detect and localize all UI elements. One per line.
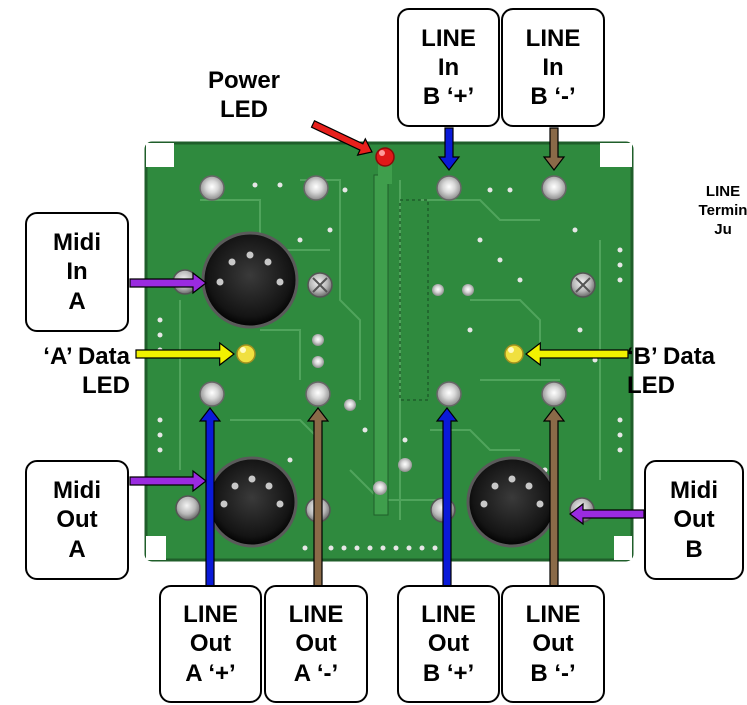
midi-out-b-arrow <box>569 502 645 526</box>
line-out-a-plus-line-3: A ‘+’ <box>185 659 236 687</box>
a-data-led-label: ‘A’ Data LED <box>4 343 130 401</box>
a-data-led-arrow <box>135 341 235 367</box>
line-termination-label: LINE Termin Ju <box>668 183 747 239</box>
midi-in-a-line-1: Midi <box>53 229 101 257</box>
power-led-label-line-1: Power <box>208 67 281 94</box>
b-data-led-arrow <box>525 341 629 367</box>
power-led-label-line-2: LED <box>220 95 269 123</box>
line-out-a-minus-line-1: LINE <box>288 601 344 629</box>
a-data-led <box>236 344 256 364</box>
line-in-b-minus-line-2: In <box>542 53 564 81</box>
line-out-a-plus-line-1: LINE <box>183 601 238 629</box>
line-in-b-minus-box: LINE In B ‘-’ <box>501 8 605 127</box>
midi-out-b-line-1: Midi <box>670 477 718 505</box>
power-led-label: Power LED <box>208 67 280 125</box>
midi-out-a-connector <box>206 456 298 548</box>
line-out-b-plus-arrow <box>435 407 459 589</box>
line-out-b-minus-arrow <box>542 407 566 589</box>
midi-in-a-box: Midi In A <box>25 212 129 332</box>
line-out-b-plus-box: LINE Out B ‘+’ <box>397 585 500 703</box>
line-in-b-plus-arrow <box>437 127 461 171</box>
midi-in-a-arrow <box>129 271 207 295</box>
line-in-b-minus-line-3: B ‘-’ <box>530 83 576 111</box>
midi-out-a-line-1: Midi <box>53 477 101 505</box>
b-data-led <box>504 344 524 364</box>
line-out-a-plus-arrow <box>198 407 222 589</box>
line-out-b-minus-line-3: B ‘-’ <box>530 659 576 687</box>
midi-out-b-line-2: Out <box>673 506 715 534</box>
power-led <box>375 147 395 184</box>
b-data-led-label-line-2: LED <box>627 371 675 399</box>
b-data-led-label-line-1: ‘B’ Data <box>627 343 716 370</box>
line-termination-label-line-1: LINE <box>705 183 741 200</box>
line-in-b-plus-box: LINE In B ‘+’ <box>397 8 500 127</box>
line-out-b-plus-line-3: B ‘+’ <box>422 659 475 687</box>
midi-out-a-box: Midi Out A <box>25 460 129 580</box>
a-data-led-label-line-2: LED <box>82 371 130 399</box>
line-in-b-minus-line-1: LINE <box>525 24 581 52</box>
terminal-pads <box>199 175 567 495</box>
line-out-b-minus-line-1: LINE <box>525 601 581 629</box>
line-in-b-plus-line-3: B ‘+’ <box>422 83 475 111</box>
b-data-led-label: ‘B’ Data LED <box>627 343 715 401</box>
line-out-a-minus-box: LINE Out A ‘-’ <box>264 585 368 703</box>
line-termination-label-line-2: Termin <box>698 201 747 219</box>
line-out-b-minus-line-2: Out <box>532 630 574 658</box>
midi-in-a-connector <box>201 231 299 329</box>
line-out-a-minus-line-3: A ‘-’ <box>293 659 339 687</box>
midi-in-a-line-3: A <box>68 287 86 315</box>
midi-out-b-box: Midi Out B <box>644 460 744 580</box>
line-in-b-minus-arrow <box>542 127 566 171</box>
line-termination-label-line-3: Ju <box>714 220 732 238</box>
midi-out-a-arrow <box>129 469 207 493</box>
line-out-b-plus-line-2: Out <box>427 630 470 658</box>
line-out-a-minus-line-2: Out <box>295 630 337 658</box>
midi-out-b-connector <box>466 456 558 548</box>
midi-in-a-line-2: In <box>66 258 88 286</box>
line-in-b-plus-line-2: In <box>437 53 460 81</box>
midi-out-b-line-3: B <box>685 535 703 563</box>
line-out-a-plus-line-2: Out <box>189 630 232 658</box>
callout-arrows <box>129 119 645 589</box>
line-in-b-plus-line-1: LINE <box>421 24 476 52</box>
midi-out-a-line-2: Out <box>56 506 98 534</box>
midi-out-a-line-3: A <box>68 535 86 563</box>
line-out-b-plus-line-1: LINE <box>421 601 476 629</box>
power-led-arrow <box>310 119 373 156</box>
line-out-a-minus-arrow <box>306 407 330 589</box>
a-data-led-label-line-1: ‘A’ Data <box>43 343 130 370</box>
line-out-b-minus-box: LINE Out B ‘-’ <box>501 585 605 703</box>
line-out-a-plus-box: LINE Out A ‘+’ <box>159 585 262 703</box>
